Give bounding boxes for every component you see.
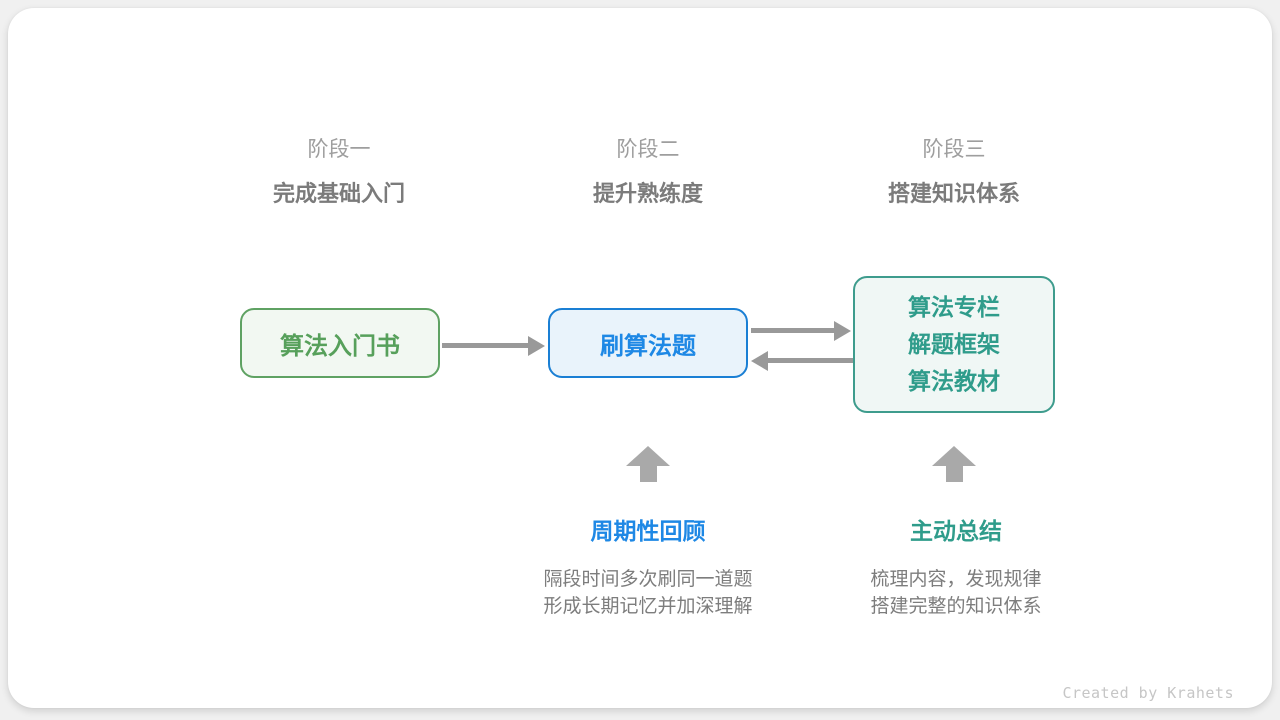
node-knowledge-resources: 算法专栏 解题框架 算法教材: [853, 276, 1055, 413]
node-knowledge-resources-line-3: 算法教材: [908, 368, 1000, 394]
up-arrow-summarize-icon: [932, 446, 976, 482]
up-arrow-head-icon: [932, 446, 976, 466]
node-algorithm-intro-book: 算法入门书: [240, 308, 440, 378]
up-arrow-head-icon: [626, 446, 670, 466]
stage-3-subtitle: 搭建知识体系: [887, 181, 1020, 206]
annotation-periodic-review: 周期性回顾 隔段时间多次刷同一道题 形成长期记忆并加深理解: [478, 516, 818, 620]
stage-2-title: 阶段二: [616, 138, 680, 161]
up-arrow-stem: [639, 466, 657, 482]
annotation-periodic-review-label: 周期性回顾: [590, 518, 706, 544]
stage-1-subtitle: 完成基础入门: [272, 181, 405, 206]
diagram-card: 阶段一 完成基础入门 阶段二 提升熟练度 阶段三 搭建知识体系 算法入门书 刷算…: [8, 8, 1272, 708]
annotation-active-summary-description: 梳理内容，发现规律 搭建完整的知识体系: [786, 566, 1126, 620]
arrow-node1-to-node2-icon: [442, 343, 528, 348]
node-algorithm-intro-book-label: 算法入门书: [280, 332, 400, 360]
description-line: 搭建完整的知识体系: [870, 596, 1042, 617]
description-line: 形成长期记忆并加深理解: [543, 596, 753, 617]
stage-2-header: 阶段二 提升熟练度: [528, 136, 768, 208]
description-line: 隔段时间多次刷同一道题: [543, 569, 753, 590]
arrow-node3-to-node2-icon: [768, 358, 853, 363]
node-knowledge-resources-line-2: 解题框架: [908, 331, 1000, 357]
node-practice-problems: 刷算法题: [548, 308, 748, 378]
stage-2-subtitle: 提升熟练度: [592, 181, 703, 206]
arrow-node2-to-node3-icon: [751, 328, 834, 333]
description-line: 梳理内容，发现规律: [870, 569, 1042, 590]
stage-1-title: 阶段一: [307, 138, 371, 161]
stage-3-title: 阶段三: [922, 138, 986, 161]
up-arrow-review-icon: [626, 446, 670, 482]
node-knowledge-resources-line-1: 算法专栏: [908, 294, 1000, 320]
up-arrow-stem: [945, 466, 963, 482]
node-practice-problems-label: 刷算法题: [600, 332, 696, 360]
stage-3-header: 阶段三 搭建知识体系: [834, 136, 1074, 208]
credit-text: Created by Krahets: [1062, 684, 1234, 702]
stage-1-header: 阶段一 完成基础入门: [219, 136, 459, 208]
annotation-active-summary-label: 主动总结: [910, 518, 1002, 544]
annotation-active-summary: 主动总结 梳理内容，发现规律 搭建完整的知识体系: [786, 516, 1126, 620]
annotation-periodic-review-description: 隔段时间多次刷同一道题 形成长期记忆并加深理解: [478, 566, 818, 620]
